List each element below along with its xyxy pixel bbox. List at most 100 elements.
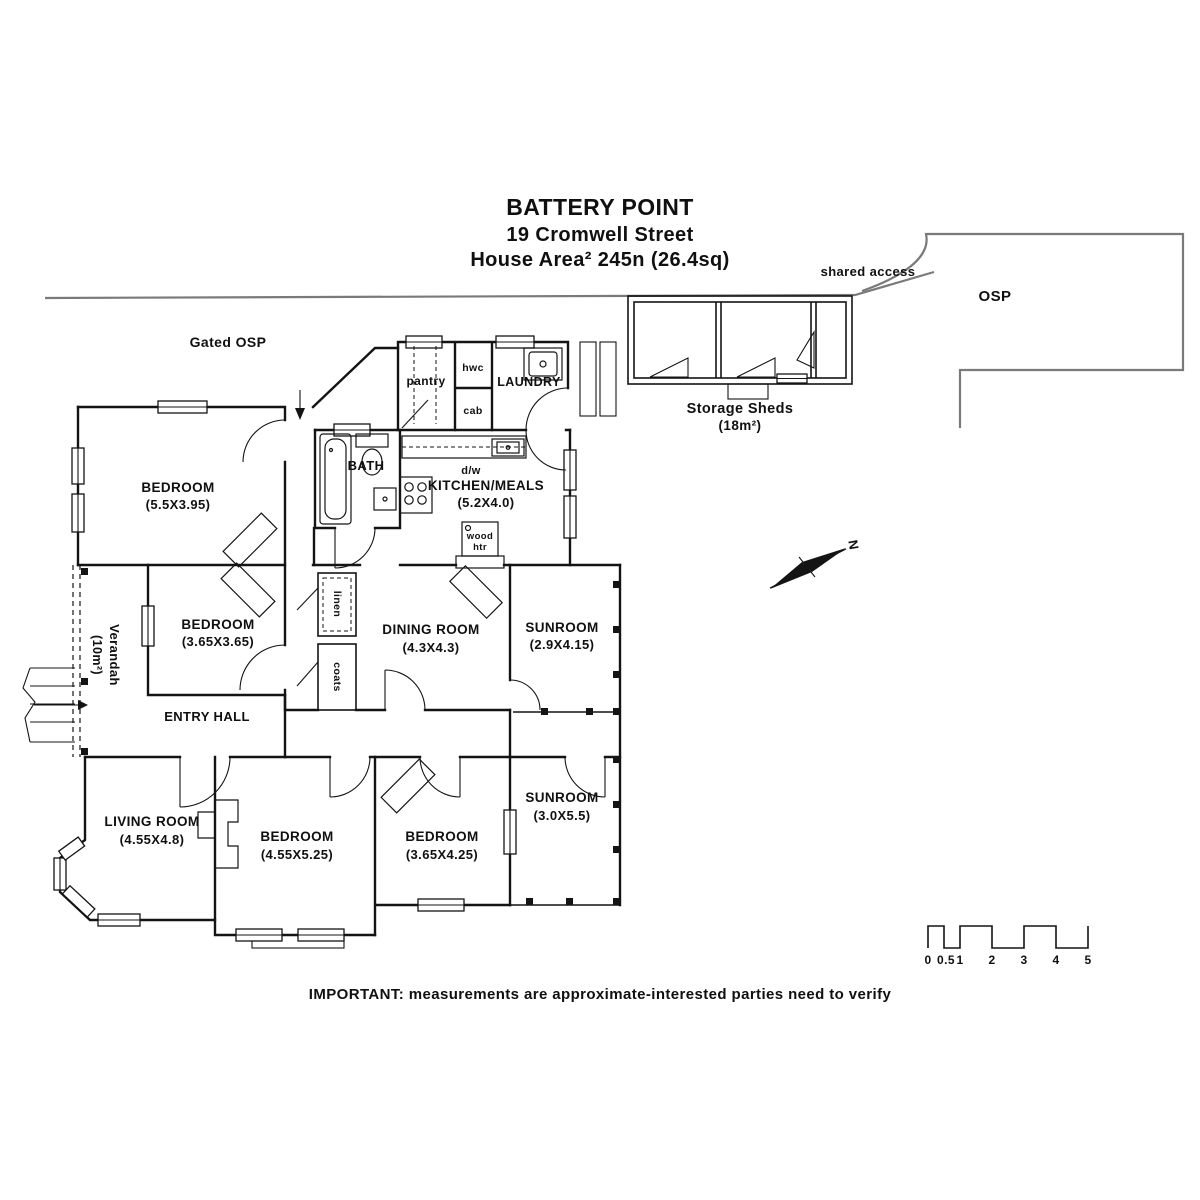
shed-dividers [715,302,817,378]
coats-label: coats [331,662,343,691]
fireplace-dining [448,564,504,620]
door-arc-bed3 [329,756,371,798]
closets [317,346,437,711]
wall-pantry-laundry [396,340,570,432]
kitchen-sink [491,438,525,457]
sunroom-lower-dims: (3.0X5.5) [533,808,590,823]
toilet-bowl [361,448,383,476]
laundry-label: LAUNDRY [497,375,561,389]
scale-bar-line [927,925,1089,949]
door-arc-sunroom-lower [564,756,606,798]
wood-heater-label-1: wood [466,531,493,542]
pantry-shelves [413,346,437,424]
sink-tap [505,445,511,450]
door-arc-bedroom-top [242,419,286,463]
wall-diagonal [311,346,400,409]
linen-closet [317,572,357,637]
bedroom-bc-label: BEDROOM [260,829,333,844]
kitchen-dims: (5.2X4.0) [457,495,514,510]
room-labels: BEDROOM (5.5X3.95) BEDROOM (3.65X3.65) E… [90,362,598,862]
scale-tick: 0.5 [937,953,955,967]
side-entry-arrow [295,390,305,420]
verandah-label: Verandah [107,624,122,686]
bathtub [319,433,352,525]
stove [399,476,433,514]
vanity [373,487,397,511]
disclaimer: IMPORTANT: measurements are approximate-… [309,986,892,1003]
fireplace-bed4 [380,758,436,814]
osp-label: OSP [979,288,1012,305]
sunroom-lower-label: SUNROOM [525,790,598,805]
bedroom-br-label: BEDROOM [405,829,478,844]
scale-tick: 1 [956,953,963,967]
windows [53,335,577,942]
title-block: BATTERY POINT 19 Cromwell Street House A… [470,194,729,271]
kitchen-label: KITCHEN/MEALS [428,478,544,493]
storage-sheds-area-label: (18m²) [719,418,762,433]
door-leaves-closets [296,587,319,687]
shed-door-1 [649,357,689,378]
bath-fixtures [319,433,397,525]
rear-landing-step-1 [579,341,597,417]
coats-closet [317,643,357,711]
wall-bath [313,428,402,530]
wood-heater-flue [464,524,472,532]
fireplace-bedroom-top [222,512,278,568]
storage-sheds-label: Storage Sheds [687,401,794,417]
door-arc-front [179,756,231,808]
bedroom-br-dims: (3.65X4.25) [406,847,478,862]
rear-landing-step-2 [599,341,617,417]
scale-tick: 2 [988,953,995,967]
fireplaces [197,512,504,869]
sunroom-upper-dims: (2.9X4.15) [530,637,595,652]
doors [179,387,606,808]
shed-door-2 [736,357,776,378]
fireplace-bedroom-mid [220,562,276,618]
north-arrow: N [769,539,862,589]
verandah [22,565,88,757]
dining-room-label: DINING ROOM [382,622,479,637]
osp-outline [861,232,1185,428]
shed-inner-wall [633,301,847,379]
toilet-tank [355,433,389,448]
scale-tick: 0 [924,953,931,967]
north-label: N [845,539,861,551]
bathtub-inner [324,438,347,520]
sunroom-glazing [526,581,620,905]
kitchen-sink-bowl [496,441,520,454]
scale-tick: 4 [1052,953,1059,967]
property-title: BATTERY POINT [506,194,694,220]
laundry-tub-bowl [528,351,558,377]
living-room-label: LIVING ROOM [104,814,199,829]
door-arc-sunroom-upper [509,679,541,711]
window [57,836,86,862]
street-address: 19 Cromwell Street [506,224,693,246]
linen-label: linen [331,591,343,618]
door-arc-kitchen-rear [525,429,567,471]
door-arc-bath [334,527,376,569]
door-leaf-pantry [401,399,429,429]
scale-tick: 5 [1084,953,1091,967]
linen-shelves [322,577,352,632]
fireplace-living-bed3 [197,799,239,869]
shed-door-3 [796,330,815,369]
wood-heater-label-2: htr [473,542,487,553]
dining-room-dims: (4.3X4.3) [402,640,459,655]
bath-label: BATH [348,458,385,473]
hearth [455,555,505,569]
laundry-tub [523,347,563,381]
cab-label: cab [463,405,482,417]
verandah-dims: (10m²) [90,635,104,675]
bedroom-top-label: BEDROOM [141,480,214,495]
door-arc-bedroom-mid [239,644,286,691]
storage-sheds: Storage Sheds (18m²) [627,295,853,433]
bedroom-mid-dims: (3.65X3.65) [182,634,254,649]
bathtub-drain [328,447,334,453]
kitchen-fixtures [399,435,527,569]
house-area: House Area² 245n (26.4sq) [470,249,729,271]
door-arc-dining [384,669,426,711]
verandah-steps [22,667,75,743]
scale-bar: 0 0.5 1 2 3 4 5 [924,925,1091,967]
door-arc-laundry [525,387,569,431]
